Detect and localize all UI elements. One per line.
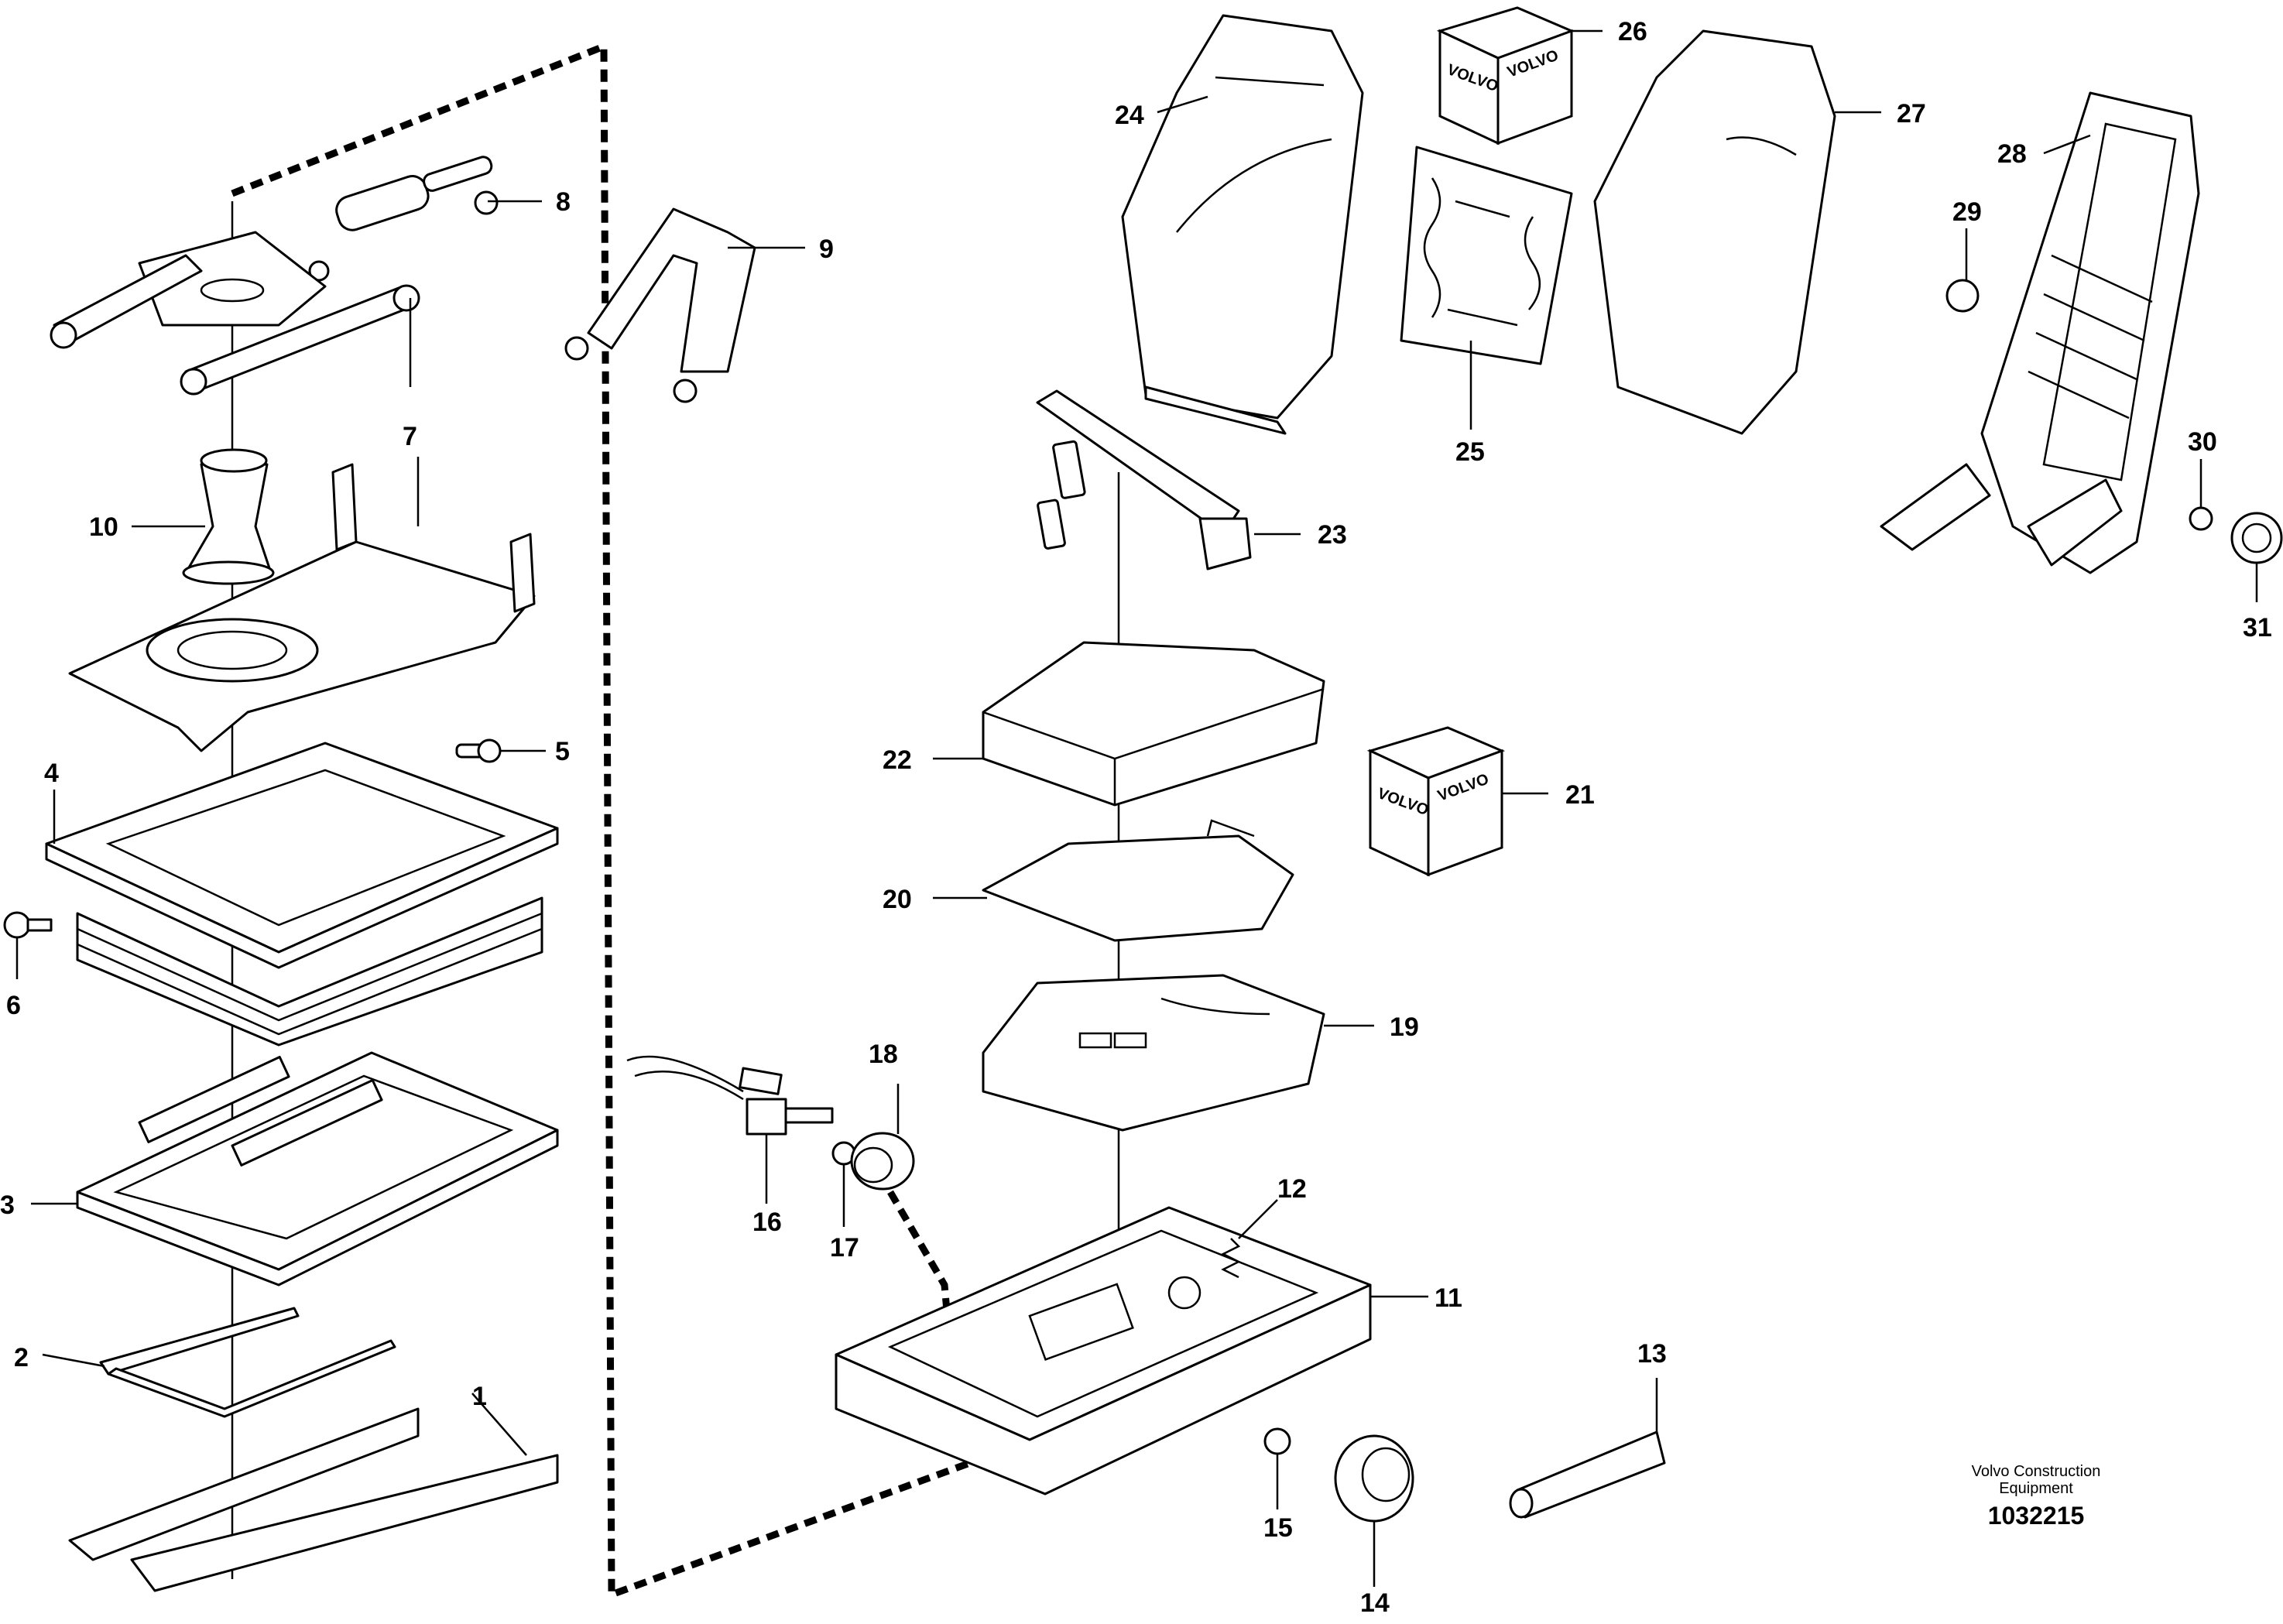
company-line-1: Volvo Construction [1971,1463,2101,1480]
part-knob-29 [1945,279,1980,313]
callout-10: 10 [89,512,118,542]
company-line-2: Equipment [1999,1480,2073,1497]
callout-14: 14 [1360,1588,1390,1618]
part-lower-frame [76,1051,559,1287]
callout-30: 30 [2188,427,2217,457]
callout-9: 9 [819,235,834,264]
part-scissor-linkage [50,231,420,396]
callout-5: 5 [555,737,570,766]
part-seat-heater [982,819,1294,942]
callout-21: 21 [1565,780,1595,810]
drawing-number: 1032215 [1987,1502,2085,1530]
part-knob-18 [850,1132,915,1191]
callout-18: 18 [869,1040,898,1069]
part-knob-31 [2230,512,2283,564]
callout-26: 26 [1618,17,1647,46]
part-tube [1509,1430,1666,1519]
callout-19: 19 [1390,1012,1419,1042]
part-spring [1221,1238,1241,1279]
part-washer-30 [2189,506,2213,531]
part-box-21: VOLVO VOLVO [1366,726,1506,877]
part-washer-15 [1263,1427,1291,1455]
part-switch-16 [626,1055,834,1136]
part-backrest-cover [1593,29,1836,435]
part-pin-5 [455,738,502,763]
callout-8: 8 [556,187,571,217]
part-rod [99,1307,396,1418]
callout-4: 4 [44,759,59,788]
part-gas-spring [308,156,499,282]
part-backrest-frame [1880,91,2200,574]
part-suspension-frame [68,463,536,752]
leader-lines [15,29,2258,1587]
callout-27: 27 [1897,99,1926,128]
part-heater-mat [1400,146,1573,365]
callout-11: 11 [1435,1283,1462,1313]
callout-16: 16 [752,1208,782,1237]
part-cone-damper [182,448,275,585]
part-seat-base [835,1206,1372,1496]
callout-2: 2 [14,1343,29,1372]
callout-31: 31 [2243,613,2272,642]
part-strap [564,207,756,403]
callout-7: 7 [403,422,417,451]
part-seat-cushion [982,641,1325,807]
part-pin-6 [3,911,53,939]
part-seat-pad [982,974,1325,1132]
part-backrest-cushion [1121,14,1364,435]
callout-20: 20 [883,885,912,914]
callout-17: 17 [830,1233,859,1263]
callout-13: 13 [1637,1339,1667,1369]
callout-23: 23 [1318,520,1347,550]
part-knob-14 [1334,1434,1414,1523]
callout-labels: 1 2 3 4 5 6 7 8 9 10 11 12 13 14 15 16 1… [0,17,2272,1618]
part-slide-rails [68,1407,559,1592]
callout-28: 28 [1997,139,2027,169]
callout-15: 15 [1263,1513,1293,1543]
callout-29: 29 [1952,197,1982,227]
callout-22: 22 [883,745,912,775]
drawing-footer: Volvo Construction Equipment 1032215 [1904,1463,2168,1530]
callout-6: 6 [6,991,21,1020]
callout-3: 3 [0,1191,15,1220]
part-bellows-housing [45,742,559,1047]
callout-25: 25 [1455,437,1485,467]
callout-12: 12 [1277,1174,1307,1204]
callout-1: 1 [472,1382,487,1411]
part-box-26: VOLVO VOLVO [1436,6,1575,146]
part-seat-belt [1036,389,1252,570]
callout-24: 24 [1115,101,1144,130]
